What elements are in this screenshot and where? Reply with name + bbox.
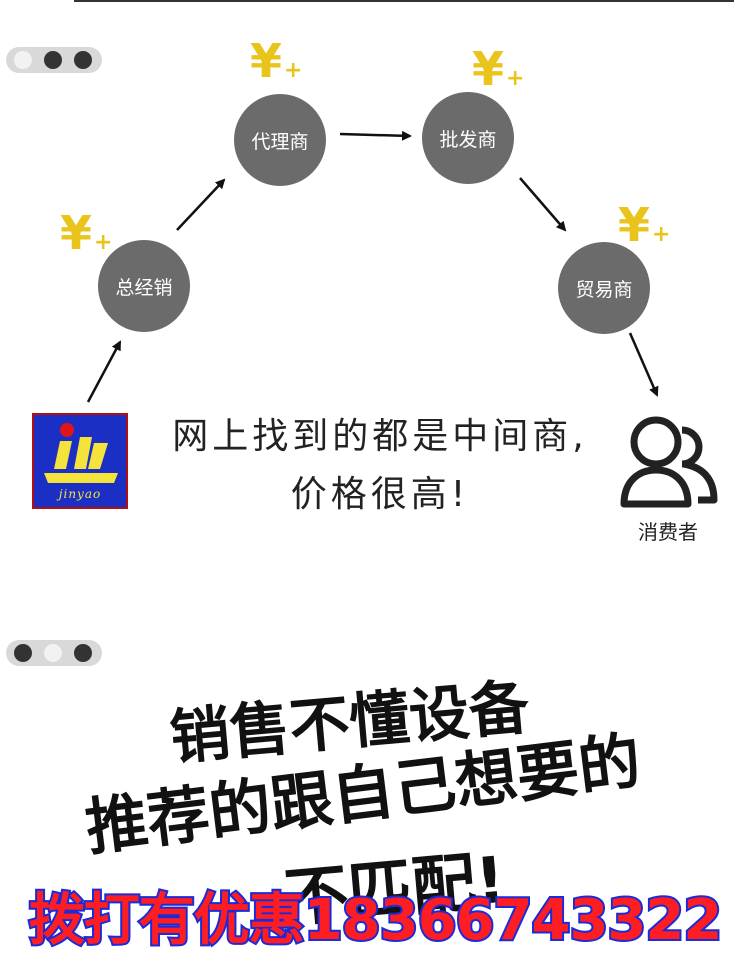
logo-text: jinyao	[58, 487, 102, 501]
arrow-wholesaler-to-trader	[519, 177, 567, 232]
flow-arrows	[86, 130, 659, 403]
indicator-dot	[44, 51, 62, 69]
yen-icon: ¥	[250, 34, 283, 88]
message-line-1: 网上找到的都是中间商,	[172, 416, 588, 457]
yen-icon: ¥	[472, 42, 505, 96]
jinyao-logo: jinyao	[32, 413, 128, 509]
price-mark-agent: ¥+	[250, 38, 303, 84]
arrow-trader-to-consumer	[628, 332, 659, 397]
message-line-2: 价格很高!	[290, 474, 470, 515]
indicator-dot	[14, 644, 32, 662]
indicator-dot	[14, 51, 32, 69]
arrow-distributor-to-agent	[176, 178, 226, 231]
arrow-logo-to-distributor	[86, 340, 122, 403]
price-mark-distributor: ¥+	[60, 210, 113, 256]
indicator-dot	[44, 644, 62, 662]
plus-icon: +	[94, 230, 113, 255]
yen-icon: ¥	[60, 206, 93, 260]
top-divider	[74, 0, 734, 2]
node-general-distributor: 总经销	[98, 240, 190, 332]
indicator-dot	[74, 644, 92, 662]
plus-icon: +	[652, 222, 671, 247]
yen-icon: ¥	[618, 198, 651, 252]
promo-banner: 拨打有优惠18366743322	[27, 886, 725, 955]
consumer-icon	[620, 416, 718, 508]
section-indicator-2	[6, 640, 102, 666]
logo-mark-icon	[44, 423, 118, 483]
arrow-agent-to-wholesaler	[339, 130, 412, 141]
node-wholesaler: 批发商	[422, 92, 514, 184]
price-mark-wholesaler: ¥+	[472, 46, 525, 92]
price-mark-trader: ¥+	[618, 202, 671, 248]
consumer-label: 消费者	[638, 520, 698, 544]
node-trader: 贸易商	[558, 242, 650, 334]
middleman-message: 网上找到的都是中间商, 价格很高!	[140, 408, 620, 524]
plus-icon: +	[284, 58, 303, 83]
plus-icon: +	[506, 66, 525, 91]
section-indicator-1	[6, 47, 102, 73]
indicator-dot	[74, 51, 92, 69]
node-agent: 代理商	[234, 94, 326, 186]
